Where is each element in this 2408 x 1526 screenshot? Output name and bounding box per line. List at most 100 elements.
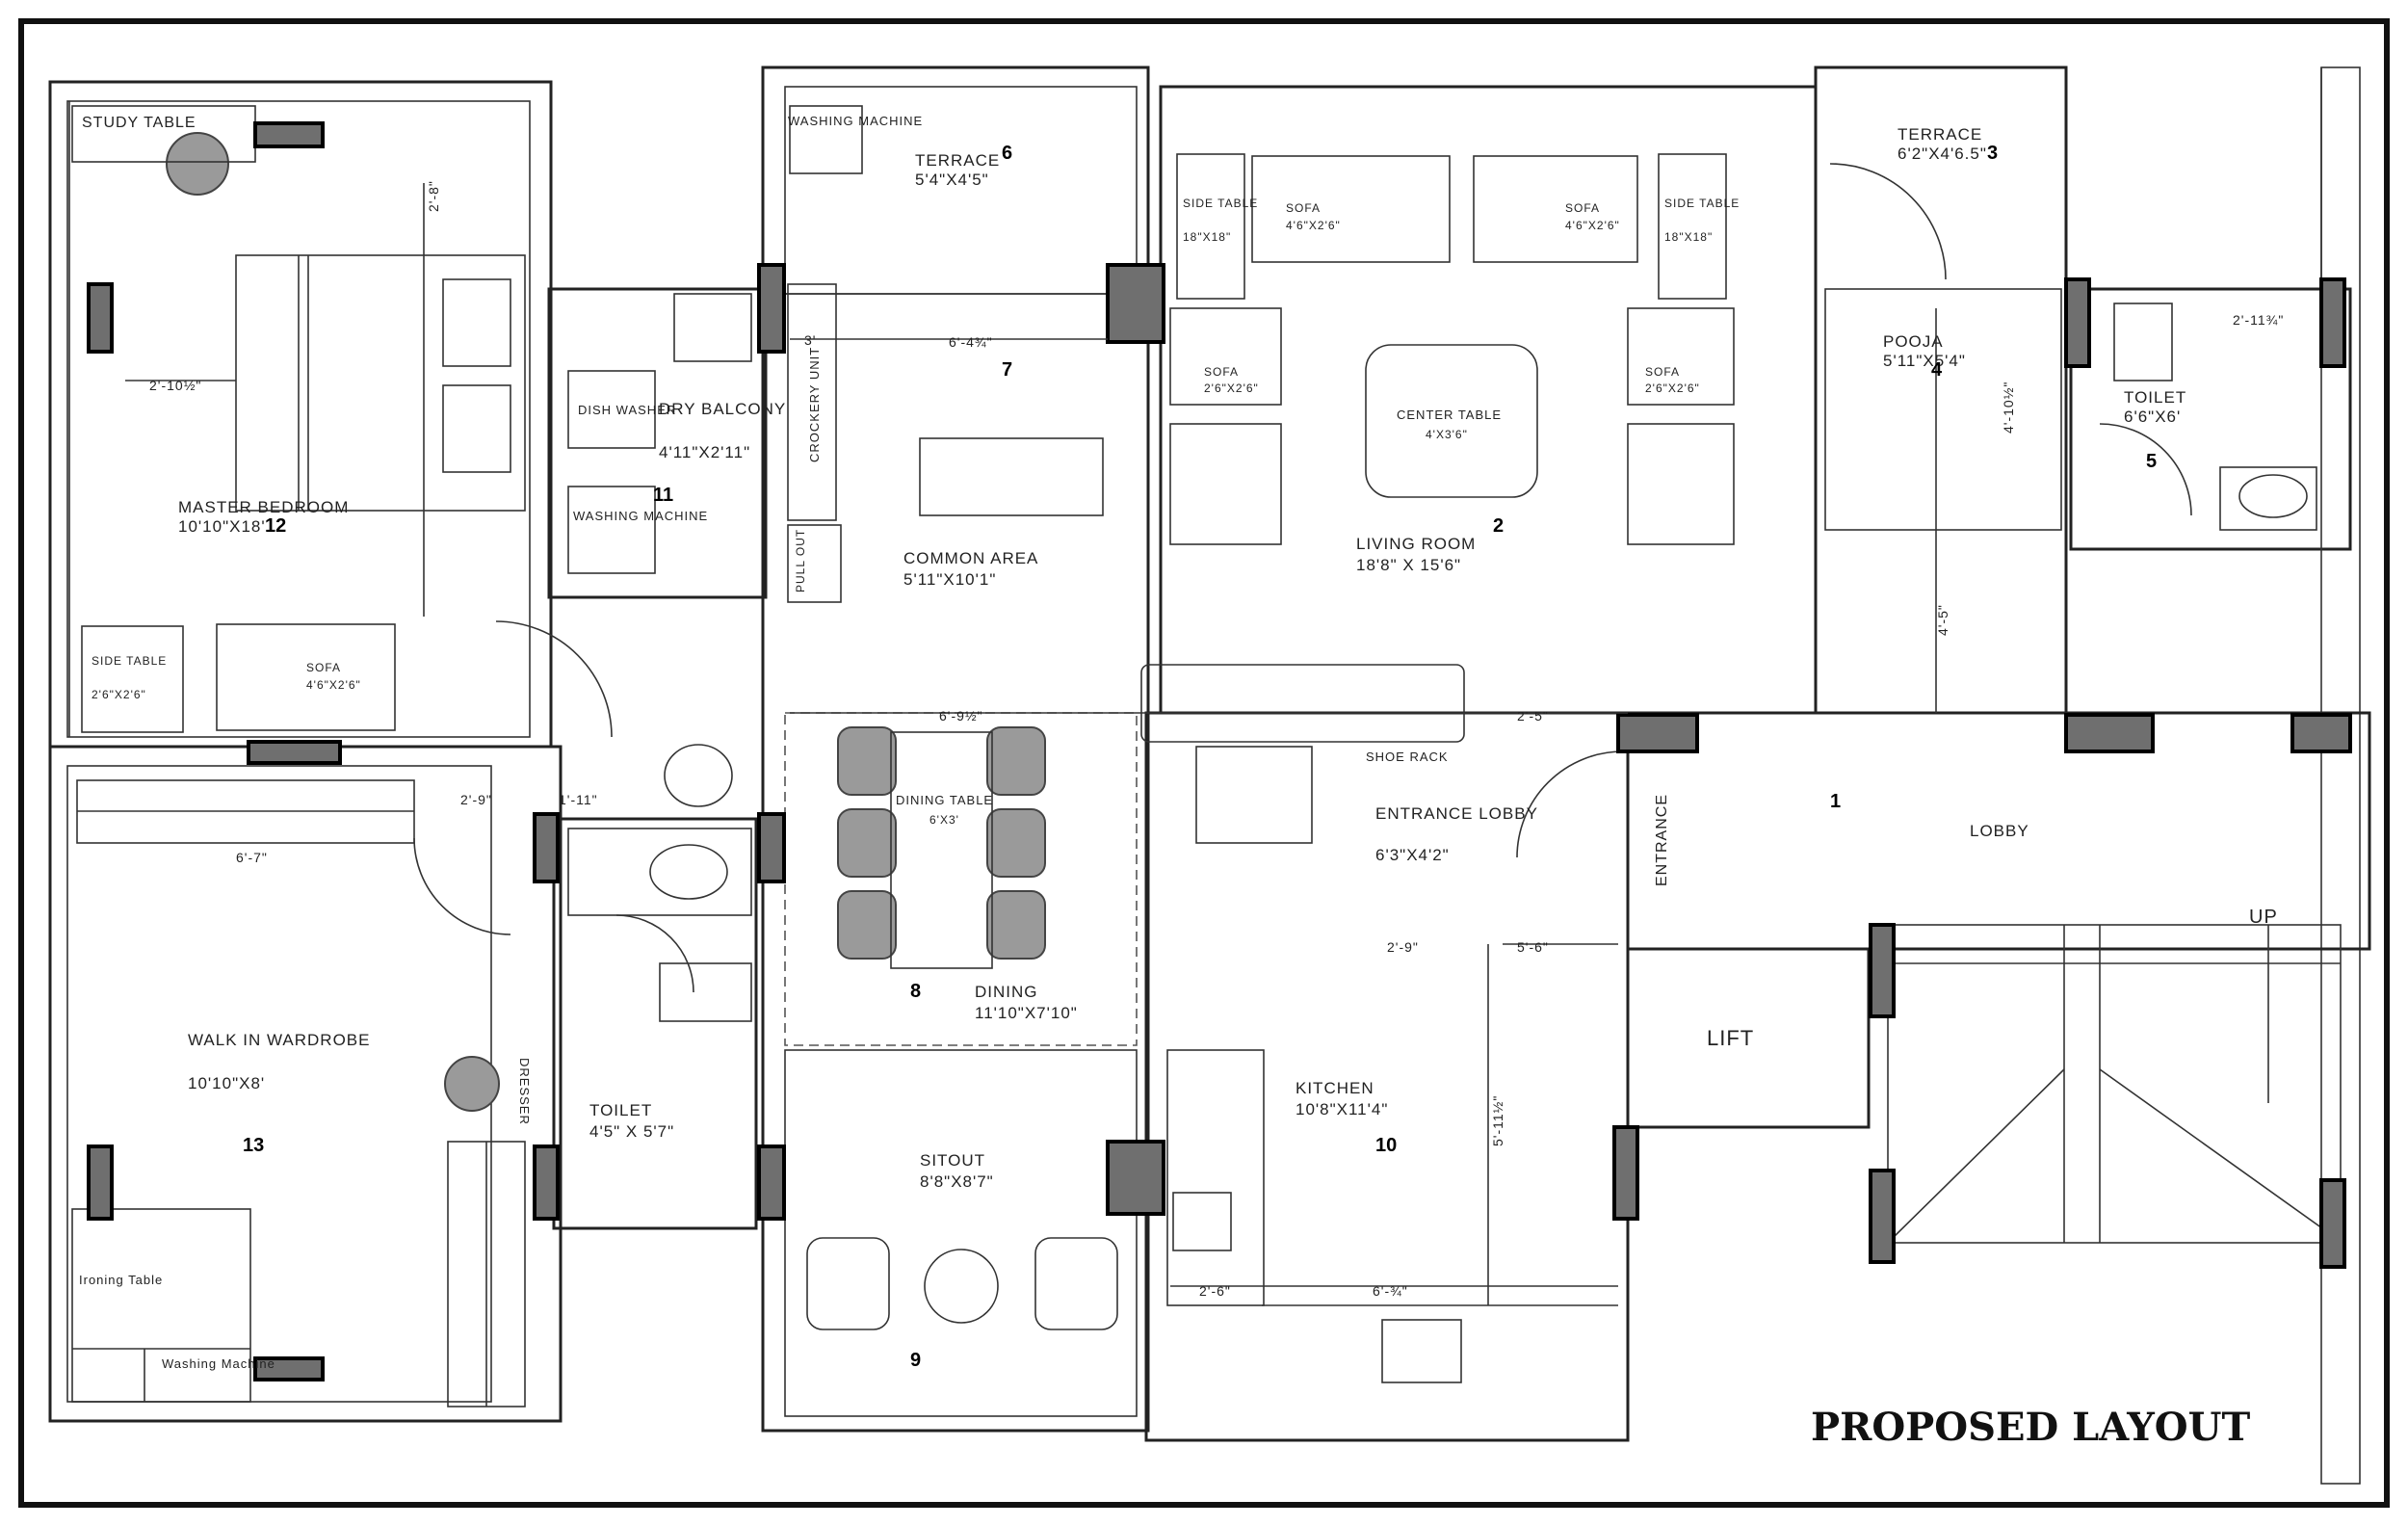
- toilet-2-size: 4'5" X 5'7": [589, 1122, 674, 1141]
- side-table-4-size: 18"X18": [1664, 230, 1713, 244]
- common-area-label: COMMON AREA: [903, 549, 1038, 567]
- bed: [235, 254, 526, 512]
- room-number-10: 10: [1375, 1135, 1397, 1156]
- living-room-label: LIVING ROOM: [1356, 535, 1476, 553]
- central-walls: [761, 66, 1150, 1433]
- dim-label-11: 2'-9": [460, 792, 492, 807]
- dresser-stool: [444, 1056, 500, 1112]
- study-table-label: STUDY TABLE: [82, 115, 196, 131]
- room-number-8: 8: [910, 981, 921, 1002]
- sofa-3-size: 4'6"X2'6": [1565, 219, 1620, 232]
- structural-columns: [87, 121, 2352, 1381]
- dim-label-2: 2'-8": [426, 180, 441, 212]
- lobby-label: LOBBY: [1970, 822, 2029, 840]
- lift-label: LIFT: [1707, 1026, 1754, 1050]
- dim-label-13: 6'-¾": [1373, 1283, 1408, 1299]
- terrace-1-label: TERRACE: [1898, 125, 1982, 144]
- kitchen-walls: [1140, 664, 1630, 1442]
- sofa-4-label: SOFA: [1204, 365, 1239, 379]
- toilet-2-label: TOILET: [589, 1101, 652, 1119]
- center-table-size: 4'X3'6": [1426, 428, 1468, 441]
- dry-balcony-walls: [547, 287, 768, 599]
- sofa-1-size: 4'6"X2'6": [306, 678, 361, 692]
- dim-label-16: 4'-10½": [2001, 382, 2016, 434]
- side-table-1-label: SIDE TABLE: [92, 654, 167, 668]
- drawing-title: PROPOSED LAYOUT: [1811, 1405, 2251, 1450]
- ironing-table-label: Ironing Table: [79, 1273, 163, 1287]
- dim-label-7: 5'-6": [1517, 939, 1549, 955]
- toilet-1-size: 6'6"X6': [2124, 408, 2181, 426]
- crockery-unit-label: CROCKERY UNIT: [807, 347, 822, 462]
- dim-label-9: 6'-7": [236, 850, 268, 865]
- dim-label-12: 2'-6": [1199, 1283, 1231, 1299]
- dim-label-8: 2'-9": [1387, 939, 1419, 955]
- terrace-1-size: 6'2"X4'6.5": [1898, 145, 1987, 163]
- room-number-11: 11: [653, 485, 673, 506]
- wardrobe-shelves: [447, 1141, 526, 1408]
- side-table-4-label: SIDE TABLE: [1664, 197, 1740, 210]
- dim-label-5: 6'-9½": [939, 708, 983, 724]
- entrance-lobby-label: ENTRANCE LOBBY: [1375, 804, 1538, 823]
- sitout-seating: [806, 1237, 1118, 1330]
- pooja-size: 5'11"X5'4": [1883, 352, 1966, 370]
- dining-table-label: DINING TABLE: [896, 793, 993, 807]
- room-number-3: 3: [1987, 143, 1998, 164]
- dry-balcony-size: 4'11"X2'11": [659, 443, 750, 461]
- room-number-2: 2: [1493, 515, 1504, 537]
- dish-washer-label: DISH WASHER: [578, 403, 676, 417]
- room-number-9: 9: [910, 1350, 921, 1371]
- room-number-6: 6: [1002, 143, 1012, 164]
- master-bedroom-size: 10'10"X18': [178, 517, 266, 536]
- master-bedroom-label: MASTER BEDROOM: [178, 498, 349, 516]
- pooja-label: POOJA: [1883, 332, 1944, 351]
- page-border: [18, 18, 2390, 1508]
- lobby-walls: [1626, 711, 2371, 1244]
- dim-label-17: 5'-11½": [1490, 1095, 1505, 1146]
- up-label: UP: [2249, 907, 2278, 928]
- dresser-label: DRESSER: [517, 1058, 532, 1125]
- room-number-1: 1: [1830, 791, 1841, 812]
- door-swings: [413, 163, 2192, 993]
- dim-label-10: 1'-11": [559, 792, 598, 807]
- room-number-5: 5: [2146, 451, 2157, 472]
- living-room-size: 18'8" X 15'6": [1356, 556, 1461, 574]
- entrance-label: ENTRANCE: [1654, 794, 1670, 886]
- kitchen-label: KITCHEN: [1296, 1079, 1374, 1097]
- terrace-2-size: 5'4"X4'5": [915, 171, 989, 189]
- study-chair: [166, 132, 229, 196]
- dim-label-14: 2'-11¾": [2233, 312, 2284, 328]
- walk-in-wardrobe-label: WALK IN WARDROBE: [188, 1031, 370, 1049]
- room-number-4: 4: [1931, 359, 1943, 381]
- sofa-5-label: SOFA: [1645, 365, 1680, 379]
- wardrobe-rail: [76, 779, 415, 844]
- pull-out-label: PULL OUT: [794, 529, 807, 592]
- dry-balcony-label: DRY BALCONY: [659, 400, 786, 418]
- side-table-2-size: 18"X18": [1183, 230, 1231, 244]
- side-table-2-label: SIDE TABLE: [1183, 197, 1258, 210]
- dining-label: DINING: [975, 983, 1038, 1001]
- wash-basin: [664, 744, 733, 807]
- washing-machine-label-1: WASHING MACHINE: [788, 114, 923, 128]
- dim-label-1: 2'-10½": [149, 378, 201, 393]
- dim-label-15: 4'-5": [1935, 604, 1950, 636]
- entrance-lobby-size: 6'3"X4'2": [1375, 846, 1450, 864]
- dining-table-size: 6'X3': [929, 813, 959, 827]
- sitout-label: SITOUT: [920, 1151, 985, 1170]
- kitchen-size: 10'8"X11'4": [1296, 1100, 1388, 1118]
- sofa-1-label: SOFA: [306, 661, 341, 674]
- common-area-size: 5'11"X10'1": [903, 570, 996, 589]
- sofa-1: [216, 623, 396, 731]
- dim-label-4: 6'-4¾": [949, 334, 993, 350]
- toilet-1-label: TOILET: [2124, 388, 2186, 407]
- sofa-2-size: 4'6"X2'6": [1286, 219, 1341, 232]
- dining-size: 11'10"X7'10": [975, 1004, 1078, 1022]
- shoe-rack-label: SHOE RACK: [1366, 750, 1449, 764]
- center-table-label: CENTER TABLE: [1397, 408, 1502, 422]
- room-number-13: 13: [243, 1135, 264, 1156]
- ironing-area: [71, 1208, 251, 1403]
- toilet-2-walls: [552, 817, 758, 1230]
- sofa-3-label: SOFA: [1565, 201, 1600, 215]
- room-number-12: 12: [265, 515, 286, 537]
- living-room-walls: [1159, 85, 1818, 715]
